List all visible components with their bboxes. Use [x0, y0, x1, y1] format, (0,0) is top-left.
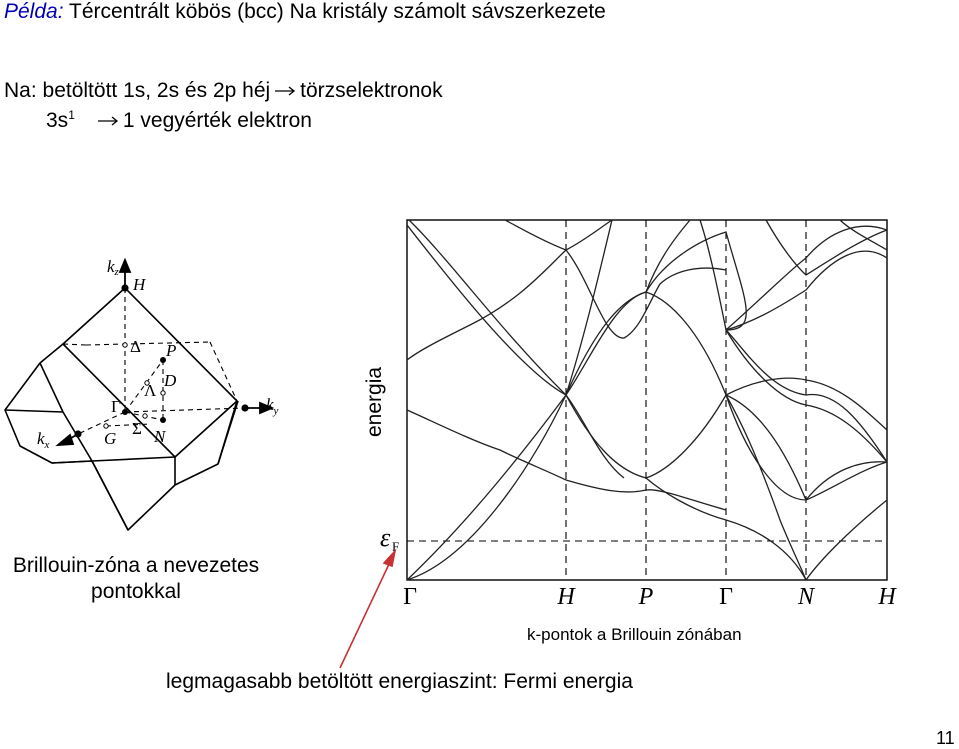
fermi-symbol: ε [380, 523, 391, 552]
label-Delta: Δ [130, 337, 141, 356]
band-10 [504, 219, 567, 251]
kpoint-label-4: N [797, 584, 816, 610]
point-G [103, 423, 109, 429]
line1-pre: Na: betöltött 1s, 2s és 2p héj [4, 79, 271, 102]
label-Lambda: Λ [144, 381, 157, 400]
point-Gamma [122, 409, 128, 415]
line2-post: 1 vegyérték elektron [122, 109, 312, 132]
kpoints-caption: k-pontok a Brillouin zónában [527, 625, 742, 644]
band-16 [725, 329, 888, 463]
title-lead: Példa: [4, 0, 64, 23]
band-19 [725, 394, 807, 501]
point-D [160, 390, 166, 396]
label-kz: kz [107, 257, 120, 278]
band-2 [406, 291, 727, 581]
band-20 [805, 461, 888, 501]
kpoint-label-2: P [638, 584, 654, 610]
band-6 [565, 219, 613, 396]
kpoint-label-3: Γ [719, 584, 733, 610]
point-H [121, 284, 129, 292]
right-arrow-icon [97, 116, 118, 126]
right-arrow-icon [275, 86, 296, 96]
label-P: P [165, 341, 176, 360]
band-11 [645, 231, 747, 331]
band-21 [725, 394, 807, 581]
band-plot-frame [406, 219, 888, 581]
band-24 [565, 479, 727, 511]
band-4 [408, 219, 567, 396]
fermi-caption: legmagasabb betöltött energiaszint: Ferm… [166, 670, 633, 693]
kpoint-label-1: H [556, 584, 576, 610]
label-Gamma: Γ [111, 397, 121, 416]
band-22 [805, 499, 888, 581]
energy-axis-label: energia [363, 366, 386, 437]
point-P [160, 357, 166, 363]
label-kx: kx [37, 429, 50, 451]
page-number: 11 [936, 728, 955, 748]
point-kx [74, 430, 82, 438]
band-18 [725, 377, 888, 431]
kpoint-label-5: H [877, 584, 897, 610]
band-14 [725, 225, 888, 331]
label-H: H [132, 275, 147, 294]
band-5 [565, 291, 647, 396]
label-D: D [163, 371, 177, 390]
band-9 [406, 249, 567, 361]
point-ky [241, 404, 249, 412]
kpoint-label-0: Γ [403, 584, 417, 610]
band-3 [406, 224, 625, 479]
core-electrons-line: Na: betöltött 1s, 2s és 2p héj törzselekt… [4, 79, 443, 103]
valence-electron-line: 3s1 1 vegyérték elektron [46, 108, 312, 133]
label-ky: ky [266, 395, 279, 417]
label-G: G [104, 429, 116, 448]
band-17 [725, 329, 888, 463]
brillouin-zone-caption: Brillouin-zóna a nevezetes pontokkal [12, 554, 260, 603]
label-N: N [153, 427, 167, 446]
band-7 [565, 249, 727, 339]
point-Lambda [144, 380, 150, 386]
band-27 [839, 219, 888, 251]
fermi-sub: F [392, 539, 399, 554]
kz-arrowhead [118, 257, 132, 273]
band-8 [565, 219, 613, 251]
label-Sigma: Σ [132, 419, 142, 438]
band-12 [645, 219, 691, 293]
fermi-pointer-arrowhead [382, 548, 397, 568]
ky-arrowhead [259, 401, 275, 415]
fermi-pointer-arrow [339, 561, 391, 669]
line2-pre: 3s [46, 109, 69, 132]
band-26 [765, 219, 888, 276]
line2-sup: 1 [68, 108, 75, 122]
title-rest: Tércentrált köbös (bcc) Na kristály szám… [63, 0, 606, 23]
point-Sigma [142, 413, 148, 419]
band-15 [725, 250, 888, 331]
point-N [160, 417, 166, 423]
band-13 [699, 219, 727, 331]
slide-title: Példa: Tércentrált köbös (bcc) Na kristá… [4, 0, 606, 24]
line1-post: törzselektronok [300, 79, 443, 102]
band-25 [406, 409, 567, 481]
point-Delta [122, 342, 128, 348]
band-1 [406, 393, 888, 581]
kx-arrowhead [55, 433, 75, 447]
